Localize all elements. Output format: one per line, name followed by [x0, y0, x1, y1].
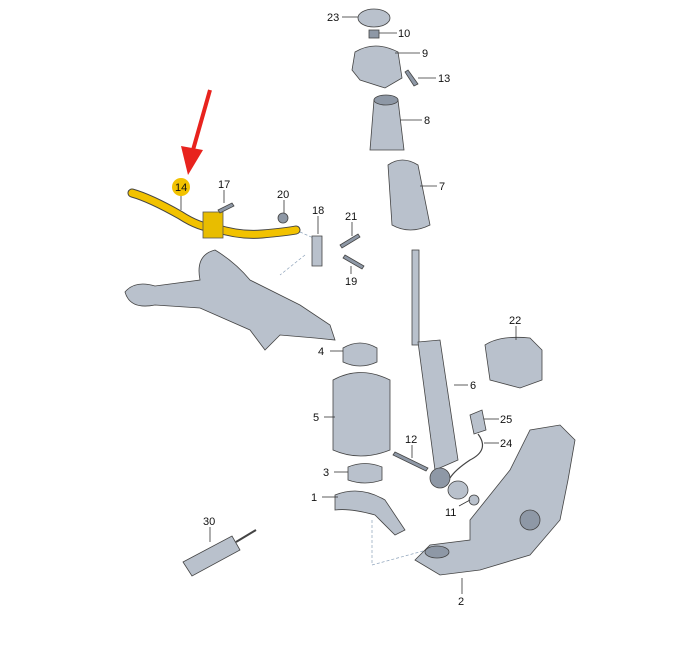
part-10-nut [368, 29, 380, 39]
label-6: 6 [470, 380, 476, 392]
label-5: 5 [313, 412, 319, 424]
label-30: 30 [203, 516, 215, 528]
label-17: 17 [218, 179, 230, 191]
label-10: 10 [398, 28, 410, 40]
part-labels: 23 10 9 13 8 7 14 17 20 18 21 19 22 4 6 … [175, 12, 521, 608]
part-30-tool [182, 535, 241, 577]
part-25-sensor [469, 409, 487, 435]
part-2-wheel-carrier [414, 424, 576, 576]
label-13: 13 [438, 73, 450, 85]
part-20-nut [277, 212, 289, 224]
part-23-cap [357, 8, 391, 28]
label-19: 19 [345, 276, 357, 288]
label-2: 2 [458, 596, 464, 608]
label-23: 23 [327, 12, 339, 24]
part-24-wire [449, 433, 484, 479]
label-14: 14 [175, 182, 187, 194]
part-6-shock-body [417, 339, 459, 471]
label-20: 20 [277, 189, 289, 201]
part-8-bump-stop [369, 99, 405, 151]
label-25: 25 [500, 414, 512, 426]
part-22-bracket [484, 336, 543, 389]
label-4: 4 [318, 346, 324, 358]
part-8-top [373, 94, 399, 106]
part-14-highlight-badge [172, 178, 190, 196]
part-6-shock-rod [411, 249, 420, 346]
part-7-dust-boot [387, 159, 431, 231]
part-2-lower-eye [424, 545, 450, 559]
part-9-top-mount [351, 45, 403, 89]
part-13-bolt [404, 69, 419, 87]
part-6-shock-lower [447, 480, 469, 500]
part-18-stabilizer-link [311, 235, 323, 267]
label-9: 9 [422, 48, 428, 60]
label-21: 21 [345, 211, 357, 223]
part-14-bushing [202, 211, 224, 239]
part-21-bolt [339, 233, 361, 249]
label-1: 1 [311, 492, 317, 504]
red-arrow-indicator [181, 89, 212, 175]
label-7: 7 [439, 181, 445, 193]
part-1-spring-seat [334, 490, 406, 536]
part-4-spring-seat [342, 342, 378, 367]
part-6-shock-eye [429, 467, 451, 489]
label-12: 12 [405, 434, 417, 446]
label-18: 18 [312, 205, 324, 217]
part-19-bolt [342, 254, 365, 270]
label-11: 11 [445, 507, 456, 519]
part-12-bolt [392, 451, 429, 472]
part-2-hub-bore [519, 509, 541, 531]
label-3: 3 [323, 467, 329, 479]
label-22: 22 [509, 315, 521, 327]
part-11-washer [468, 494, 480, 506]
part-17-bolt [217, 202, 235, 214]
part-30-tool-tip [235, 529, 257, 543]
label-8: 8 [424, 115, 430, 127]
leader-lines [180, 16, 517, 594]
lower-control-arm [124, 249, 336, 351]
part-3-spring-pad [347, 463, 383, 484]
part-5-coil-spring [332, 372, 391, 457]
label-24: 24 [500, 438, 512, 450]
